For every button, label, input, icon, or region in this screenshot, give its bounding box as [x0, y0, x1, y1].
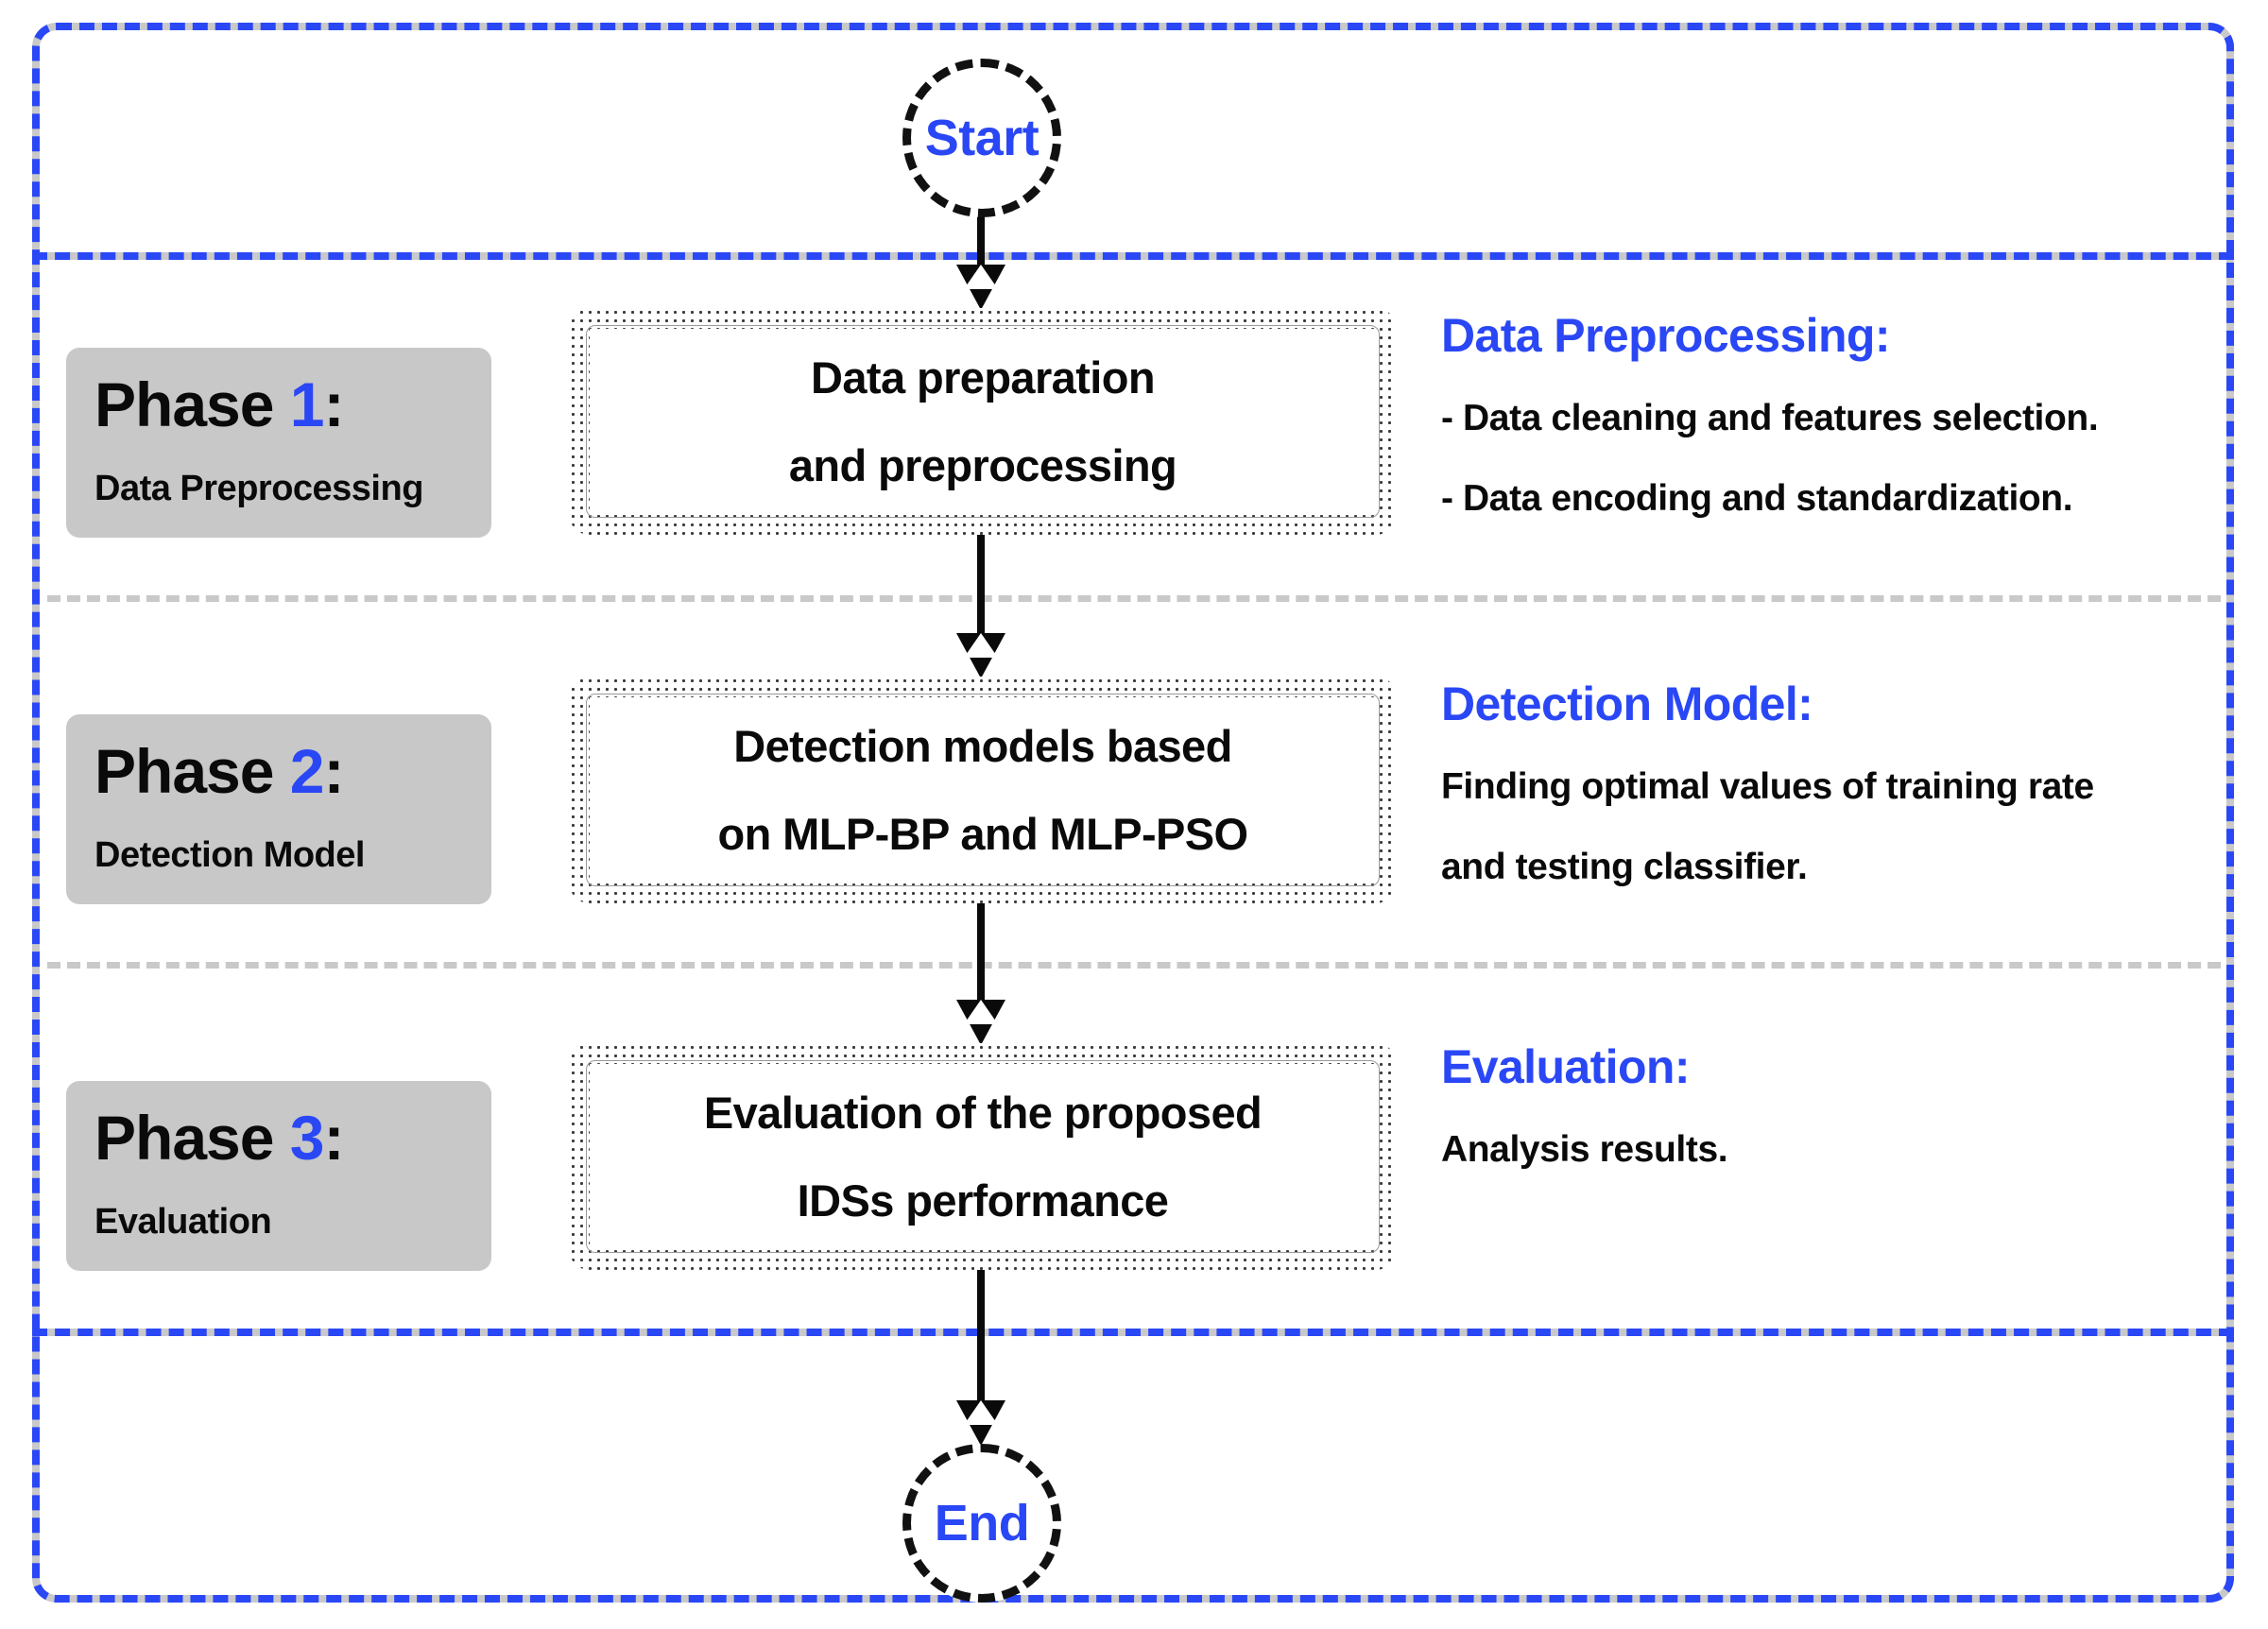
phase-3-title: Phase 3:	[94, 1103, 463, 1173]
phase-1-title: Phase 1:	[94, 369, 463, 439]
arrowhead-notch	[964, 633, 998, 658]
top-band-separator	[32, 252, 2234, 260]
process-box-2-line-1: Detection models based	[733, 721, 1232, 771]
bottom-band-separator	[32, 1329, 2234, 1336]
annotation-2-line-2: and testing classifier.	[1441, 846, 1808, 887]
annotation-1-line-2: - Data encoding and standardization.	[1441, 477, 2073, 519]
connector-shaft	[977, 535, 985, 637]
connector-phase2-to-phase3	[956, 903, 1005, 1045]
phase-card-3: Phase 3: Evaluation	[66, 1081, 491, 1272]
connector-start-to-phase1	[956, 215, 1005, 310]
connector-shaft	[977, 903, 985, 1003]
connector-phase1-to-phase2	[956, 535, 1005, 678]
phase-2-title-suffix: :	[323, 736, 345, 806]
start-node-label: Start	[924, 110, 1040, 166]
phase-2-title-prefix: Phase	[94, 736, 290, 806]
phase-1-number: 1	[289, 369, 325, 439]
end-node: End	[902, 1444, 1061, 1603]
phase-card-1: Phase 1: Data Preprocessing	[66, 348, 491, 539]
annotation-3-heading: Evaluation:	[1441, 1040, 1690, 1093]
process-box-2-line-2: on MLP-BP and MLP-PSO	[717, 809, 1249, 859]
phase-2-subtitle: Detection Model	[94, 835, 365, 876]
phase-divider-1-2	[47, 595, 2221, 602]
phase-3-number: 3	[289, 1103, 325, 1173]
phase-1-title-prefix: Phase	[94, 369, 290, 439]
phase-2-title: Phase 2:	[94, 736, 463, 806]
process-box-phase-3: Evaluation of the proposed IDSs performa…	[569, 1043, 1397, 1270]
process-box-phase-1: Data preparation and preprocessing	[569, 308, 1397, 535]
annotation-2-heading: Detection Model:	[1441, 677, 1813, 730]
connector-phase3-to-end	[956, 1270, 1005, 1446]
annotation-1-heading: Data Preprocessing:	[1441, 309, 1890, 362]
phase-divider-2-3	[47, 962, 2221, 969]
annotation-3-line-1: Analysis results.	[1441, 1129, 1728, 1170]
arrowhead-notch	[964, 1400, 998, 1425]
phase-card-2: Phase 2: Detection Model	[66, 714, 491, 905]
start-node: Start	[902, 59, 1061, 217]
outer-diagram-frame	[32, 23, 2234, 1603]
phase-1-subtitle: Data Preprocessing	[94, 469, 423, 509]
phase-1-title-suffix: :	[323, 369, 345, 439]
annotation-2-line-1: Finding optimal values of training rate	[1441, 766, 2094, 807]
process-box-1-line-2: and preprocessing	[788, 440, 1177, 490]
annotation-1-line-1: - Data cleaning and features selection.	[1441, 398, 2099, 438]
end-node-label: End	[934, 1495, 1030, 1552]
arrowhead-notch	[964, 265, 998, 289]
annotation-phase-3: Evaluation: Analysis results.	[1441, 1043, 2225, 1171]
phase-3-title-suffix: :	[323, 1103, 345, 1173]
phase-3-subtitle: Evaluation	[94, 1202, 272, 1243]
process-box-phase-2: Detection models based on MLP-BP and MLP…	[569, 677, 1397, 903]
arrowhead-notch	[964, 1000, 998, 1024]
annotation-phase-1: Data Preprocessing: - Data cleaning and …	[1441, 312, 2225, 520]
process-box-1-line-1: Data preparation	[811, 352, 1155, 403]
connector-shaft	[977, 215, 985, 268]
phase-2-number: 2	[289, 736, 325, 806]
annotation-phase-2: Detection Model: Finding optimal values …	[1441, 680, 2225, 888]
process-box-3-line-1: Evaluation of the proposed	[703, 1088, 1263, 1138]
connector-shaft	[977, 1270, 985, 1404]
phase-3-title-prefix: Phase	[94, 1103, 290, 1173]
process-box-3-line-2: IDSs performance	[797, 1175, 1169, 1226]
